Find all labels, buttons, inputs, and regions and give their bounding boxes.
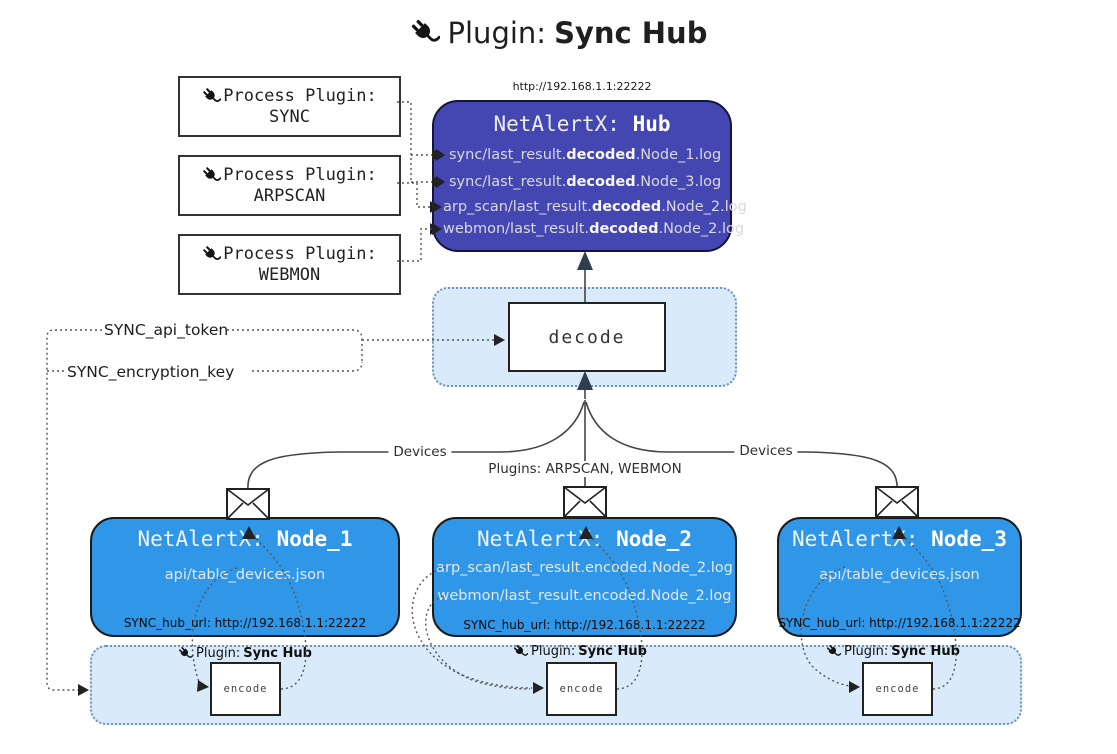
hub-title: NetAlertX: Hub	[432, 112, 732, 136]
node3-hub-url: SYNC_hub_url: http://192.168.1.1:22222	[778, 616, 1021, 630]
arrowhead	[577, 251, 593, 270]
title-prefix: Plugin:	[447, 16, 547, 50]
hub-name: Hub	[632, 112, 671, 136]
edge-webmon-hub	[397, 228, 434, 262]
arrowhead-icon	[430, 201, 439, 213]
process-plugin-webmon: Process Plugin: WEBMON	[178, 234, 401, 295]
encode-box-1: encode	[210, 662, 281, 716]
node1-title: NetAlertX: Node_1	[137, 527, 353, 551]
process-plugin-name: SYNC	[269, 107, 310, 127]
edge-token-bracket	[46, 329, 102, 691]
edge-token-right-b	[252, 361, 363, 372]
hub-box	[432, 100, 732, 252]
devices-label-right: Devices	[734, 443, 798, 459]
envelope-icon	[875, 486, 919, 518]
plug-icon	[410, 18, 440, 48]
title-name: Sync Hub	[554, 16, 708, 50]
hub-url: http://192.168.1.1:22222	[512, 80, 652, 93]
process-plugin-label: Process Plugin:	[223, 244, 377, 264]
node3-title: NetAlertX: Node_3	[792, 527, 1007, 551]
node2-file: webmon/last_result.encoded.Node_2.log	[437, 588, 732, 604]
hub-log-line: sync/last_result.decoded.Node_3.log	[436, 174, 721, 190]
process-plugin-arpscan: Process Plugin: ARPSCAN	[178, 155, 401, 216]
arrowhead	[78, 684, 89, 696]
devices-label-left: Devices	[388, 444, 452, 460]
plug-icon	[202, 87, 221, 106]
plug-icon	[178, 646, 193, 661]
process-plugin-sync: Process Plugin: SYNC	[178, 76, 401, 137]
node2-title: NetAlertX: Node_2	[477, 527, 692, 551]
strip-label-3: Plugin: Sync Hub	[826, 644, 960, 659]
envelope-icon	[226, 488, 270, 520]
node3-file: api/table_devices.json	[819, 567, 980, 583]
process-plugin-name: ARPSCAN	[253, 186, 326, 206]
decode-box: decode	[508, 302, 666, 372]
hub-log-line: webmon/last_result.decoded.Node_2.log	[430, 221, 744, 237]
process-plugin-name: WEBMON	[258, 265, 321, 285]
hub-log-line: sync/last_result.decoded.Node_1.log	[436, 147, 721, 163]
edge-token-right-a	[227, 329, 363, 340]
sync-api-token-label: SYNC_api_token	[104, 321, 229, 339]
plugins-label: Plugins: ARPSCAN, WEBMON	[483, 461, 687, 477]
process-plugin-label: Process Plugin:	[223, 165, 377, 185]
encode-box-3: encode	[862, 662, 933, 716]
strip-label-2: Plugin: Sync Hub	[513, 644, 647, 659]
page-title: Plugin: Sync Hub	[0, 16, 1117, 50]
plug-icon	[202, 245, 221, 264]
strip-label-1: Plugin: Sync Hub	[178, 646, 312, 661]
node2-file: arp_scan/last_result.encoded.Node_2.log	[436, 560, 733, 576]
plug-icon	[826, 644, 841, 659]
plug-icon	[513, 644, 528, 659]
encode-box-2: encode	[546, 662, 617, 716]
sync-encryption-key-label: SYNC_encryption_key	[67, 363, 235, 381]
arrowhead-icon	[430, 223, 439, 235]
hub-name-prefix: NetAlertX:	[493, 112, 620, 136]
process-plugin-label: Process Plugin:	[223, 86, 377, 106]
edge-arpscan-hub	[397, 182, 434, 208]
plug-icon	[202, 166, 221, 185]
arrowhead-icon	[436, 149, 445, 161]
node1-file: api/table_devices.json	[164, 567, 326, 583]
arrowhead-icon	[436, 176, 445, 188]
envelope-icon	[563, 486, 607, 518]
hub-log-line: arp_scan/last_result.decoded.Node_2.log	[430, 199, 747, 215]
node1-hub-url: SYNC_hub_url: http://192.168.1.1:22222	[123, 616, 367, 630]
node2-hub-url: SYNC_hub_url: http://192.168.1.1:22222	[463, 618, 706, 632]
